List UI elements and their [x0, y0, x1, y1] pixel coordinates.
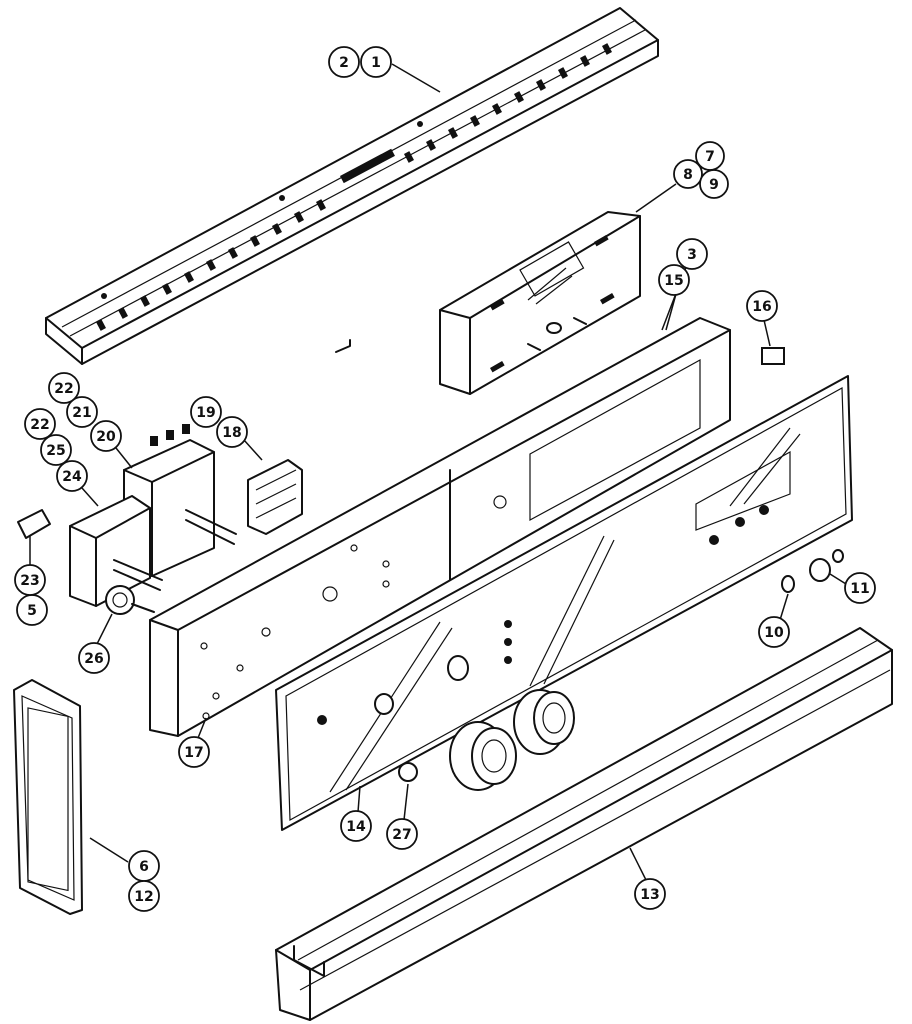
- callout-26: 26: [78, 642, 110, 674]
- svg-text:22: 22: [30, 417, 49, 433]
- svg-text:13: 13: [640, 887, 659, 903]
- callout-19: 19: [190, 396, 222, 428]
- end-cap: [13, 679, 83, 915]
- callout-13: 13: [634, 878, 666, 910]
- svg-text:5: 5: [27, 603, 37, 619]
- callout-17: 17: [178, 736, 210, 768]
- infinite-switch: [69, 495, 163, 607]
- callout-8: 8: [673, 159, 703, 189]
- control-board: [439, 211, 641, 395]
- svg-text:20: 20: [96, 429, 116, 445]
- control-housing: [149, 317, 731, 737]
- svg-text:15: 15: [664, 273, 683, 289]
- callout-9: 9: [699, 169, 729, 199]
- callout-25: 25: [40, 434, 72, 466]
- callout-21: 21: [66, 396, 98, 428]
- callout-2: 2: [328, 46, 360, 78]
- svg-text:14: 14: [346, 819, 366, 835]
- callout-23: 23: [14, 564, 46, 596]
- rocker-switch: [247, 459, 303, 535]
- clip: [17, 509, 51, 539]
- svg-text:26: 26: [84, 651, 103, 667]
- svg-text:27: 27: [392, 827, 411, 843]
- top-mounting-rail: [45, 7, 659, 365]
- svg-text:3: 3: [687, 247, 697, 263]
- svg-text:8: 8: [683, 167, 693, 183]
- callout-20: 20: [90, 420, 122, 452]
- front-control-panel: [275, 375, 853, 831]
- svg-text:9: 9: [709, 177, 719, 193]
- callout-3: 3: [676, 238, 708, 270]
- push-knob: [105, 585, 155, 615]
- callout-10: 10: [758, 616, 790, 648]
- svg-text:1: 1: [371, 55, 381, 71]
- callouts: 1 2 3 5 6 7 8 9 10 11 12 13 14 15 16 17 …: [14, 46, 876, 912]
- callout-27: 27: [386, 818, 418, 850]
- svg-text:19: 19: [196, 405, 215, 421]
- callout-6: 6: [128, 850, 160, 882]
- svg-text:7: 7: [705, 149, 715, 165]
- callout-12: 12: [128, 880, 160, 912]
- svg-text:10: 10: [764, 625, 784, 641]
- callout-5: 5: [16, 594, 48, 626]
- svg-text:25: 25: [46, 443, 65, 459]
- callout-22-mid: 22: [24, 408, 56, 440]
- callout-24: 24: [56, 460, 88, 492]
- callout-1: 1: [360, 46, 392, 78]
- bottom-rail: [275, 627, 893, 1021]
- svg-text:24: 24: [62, 469, 82, 485]
- rail-slots: [95, 43, 612, 331]
- svg-text:23: 23: [20, 573, 39, 589]
- svg-text:21: 21: [72, 405, 91, 421]
- callout-11: 11: [844, 572, 876, 604]
- callout-18: 18: [216, 416, 248, 448]
- svg-text:18: 18: [222, 425, 241, 441]
- callout-22-top: 22: [48, 372, 80, 404]
- callout-15: 15: [658, 264, 690, 296]
- svg-text:17: 17: [184, 745, 203, 761]
- svg-text:12: 12: [134, 889, 153, 905]
- svg-text:11: 11: [850, 581, 869, 597]
- callout-14: 14: [340, 810, 372, 842]
- svg-text:2: 2: [339, 55, 349, 71]
- callout-16: 16: [746, 290, 778, 322]
- svg-text:22: 22: [54, 381, 73, 397]
- svg-text:6: 6: [139, 859, 149, 875]
- control-knobs: [398, 549, 844, 791]
- svg-text:16: 16: [752, 299, 771, 315]
